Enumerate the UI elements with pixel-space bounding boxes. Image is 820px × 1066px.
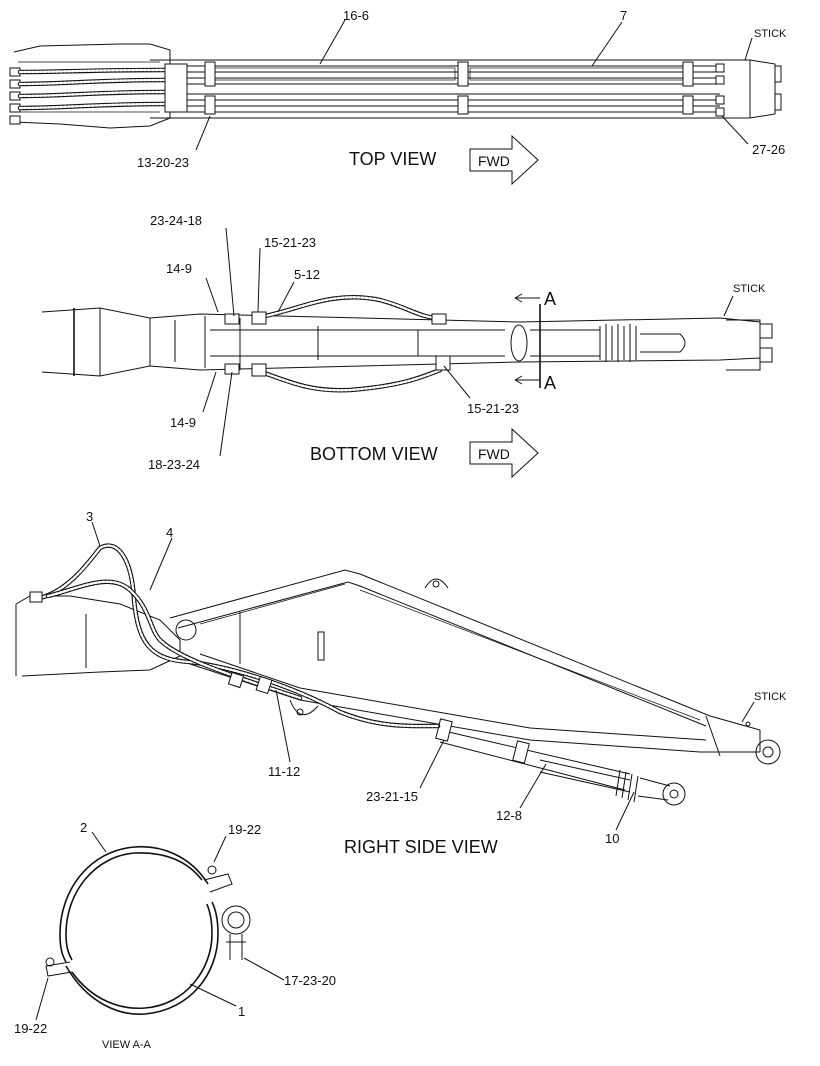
callout-19-22-upper: 19-22 <box>228 822 261 837</box>
top-view-fwd-arrow: FWD <box>469 134 539 186</box>
callout-17-23-20: 17-23-20 <box>284 973 336 988</box>
callout-5-12: 5-12 <box>294 267 320 282</box>
right-side-view-title: RIGHT SIDE VIEW <box>344 837 498 857</box>
callout-7: 7 <box>620 8 627 23</box>
right-side-view: 3 4 11-12 23-21-15 12-8 10 STICK RIGHT S… <box>15 509 787 857</box>
callout-23-24-18: 23-24-18 <box>150 213 202 228</box>
bottom-view-title: BOTTOM VIEW <box>310 444 438 464</box>
callout-19-22-lower: 19-22 <box>14 1021 47 1036</box>
callout-11-12: 11-12 <box>268 764 300 779</box>
bottom-view: A A 23-24-18 15-21-23 14-9 5-12 14-9 18-… <box>41 213 773 479</box>
top-view-clamps <box>204 61 725 117</box>
callout-15-21-23-lower: 15-21-23 <box>467 401 519 416</box>
callout-12-8: 12-8 <box>496 808 522 823</box>
stick-label-bottom: STICK <box>733 283 766 295</box>
section-view-a-a: 2 19-22 17-23-20 1 19-22 VIEW A-A <box>14 820 336 1051</box>
callout-3: 3 <box>86 509 93 524</box>
callout-14-9-lower: 14-9 <box>170 415 196 430</box>
section-mark-a-top: A <box>544 289 556 309</box>
side-view-bellows <box>615 769 639 803</box>
section-cut-marks: A A <box>514 289 556 393</box>
callout-14-9-upper: 14-9 <box>166 261 192 276</box>
top-view-title: TOP VIEW <box>349 149 436 169</box>
callout-27-26: 27-26 <box>752 142 785 157</box>
top-view: 16-6 7 STICK 13-20-23 27-26 TOP VIEW FWD <box>9 8 787 186</box>
callout-18-23-24: 18-23-24 <box>148 457 200 472</box>
callout-16-6: 16-6 <box>343 8 369 23</box>
stick-label-side: STICK <box>754 691 787 703</box>
callout-1: 1 <box>238 1004 245 1019</box>
callout-23-21-15: 23-21-15 <box>366 789 418 804</box>
callout-15-21-23-upper: 15-21-23 <box>264 235 316 250</box>
section-mark-a-bottom: A <box>544 373 556 393</box>
bottom-view-fwd-arrow: FWD <box>469 427 539 479</box>
callout-2: 2 <box>80 820 87 835</box>
top-view-hose-fittings <box>9 67 21 125</box>
bottom-view-bellows <box>599 324 637 362</box>
svg-text:FWD: FWD <box>478 153 510 169</box>
stick-label-top: STICK <box>754 28 787 40</box>
callout-13-20-23: 13-20-23 <box>137 155 189 170</box>
svg-text:FWD: FWD <box>478 446 510 462</box>
section-view-title: VIEW A-A <box>102 1039 152 1051</box>
callout-10: 10 <box>605 831 619 846</box>
callout-4: 4 <box>166 525 173 540</box>
